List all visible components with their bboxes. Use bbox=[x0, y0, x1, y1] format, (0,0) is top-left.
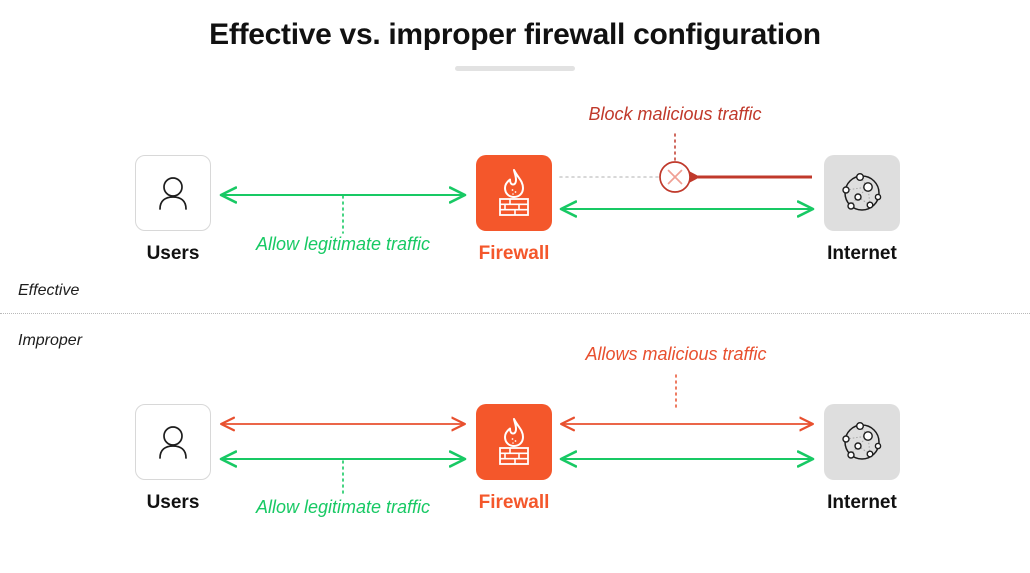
node-label-users-effective: Users bbox=[146, 243, 200, 264]
node-label-internet-improper: Internet bbox=[827, 492, 897, 513]
section-divider bbox=[0, 313, 1030, 314]
node-internet-improper[interactable] bbox=[824, 404, 900, 480]
section-label-effective: Effective bbox=[18, 282, 80, 299]
blocked-x-icon bbox=[659, 161, 691, 193]
node-label-internet-effective: Internet bbox=[827, 243, 897, 264]
user-icon bbox=[159, 426, 187, 459]
arrow-allows-malicious-right bbox=[562, 374, 812, 424]
arrow-allow-legitimate-top bbox=[222, 195, 464, 234]
caption-allow-legitimate-bottom: Allow legitimate traffic bbox=[255, 497, 431, 517]
section-label-improper: Improper bbox=[18, 332, 83, 349]
title-underline-rule bbox=[455, 66, 575, 71]
node-internet-effective[interactable] bbox=[824, 155, 900, 231]
node-label-firewall-effective: Firewall bbox=[478, 243, 550, 264]
node-users-effective[interactable] bbox=[135, 155, 211, 231]
node-label-firewall-improper: Firewall bbox=[478, 492, 550, 513]
node-users-improper[interactable] bbox=[135, 404, 211, 480]
network-globe-icon bbox=[842, 172, 882, 211]
firewall-flame-brick-icon bbox=[499, 169, 529, 216]
node-label-users-improper: Users bbox=[146, 492, 200, 513]
caption-allows-malicious: Allows malicious traffic bbox=[585, 344, 767, 364]
arrow-allow-legitimate-bottom-left bbox=[222, 459, 464, 497]
node-firewall-improper[interactable] bbox=[476, 404, 552, 480]
user-icon bbox=[159, 177, 187, 210]
node-firewall-effective[interactable] bbox=[476, 155, 552, 231]
page-title: Effective vs. improper firewall configur… bbox=[209, 18, 821, 51]
network-globe-icon bbox=[842, 421, 882, 460]
arrow-block-malicious bbox=[555, 133, 812, 177]
caption-allow-legitimate-top: Allow legitimate traffic bbox=[255, 234, 431, 254]
firewall-flame-brick-icon bbox=[499, 418, 529, 465]
caption-block-malicious: Block malicious traffic bbox=[588, 104, 762, 124]
